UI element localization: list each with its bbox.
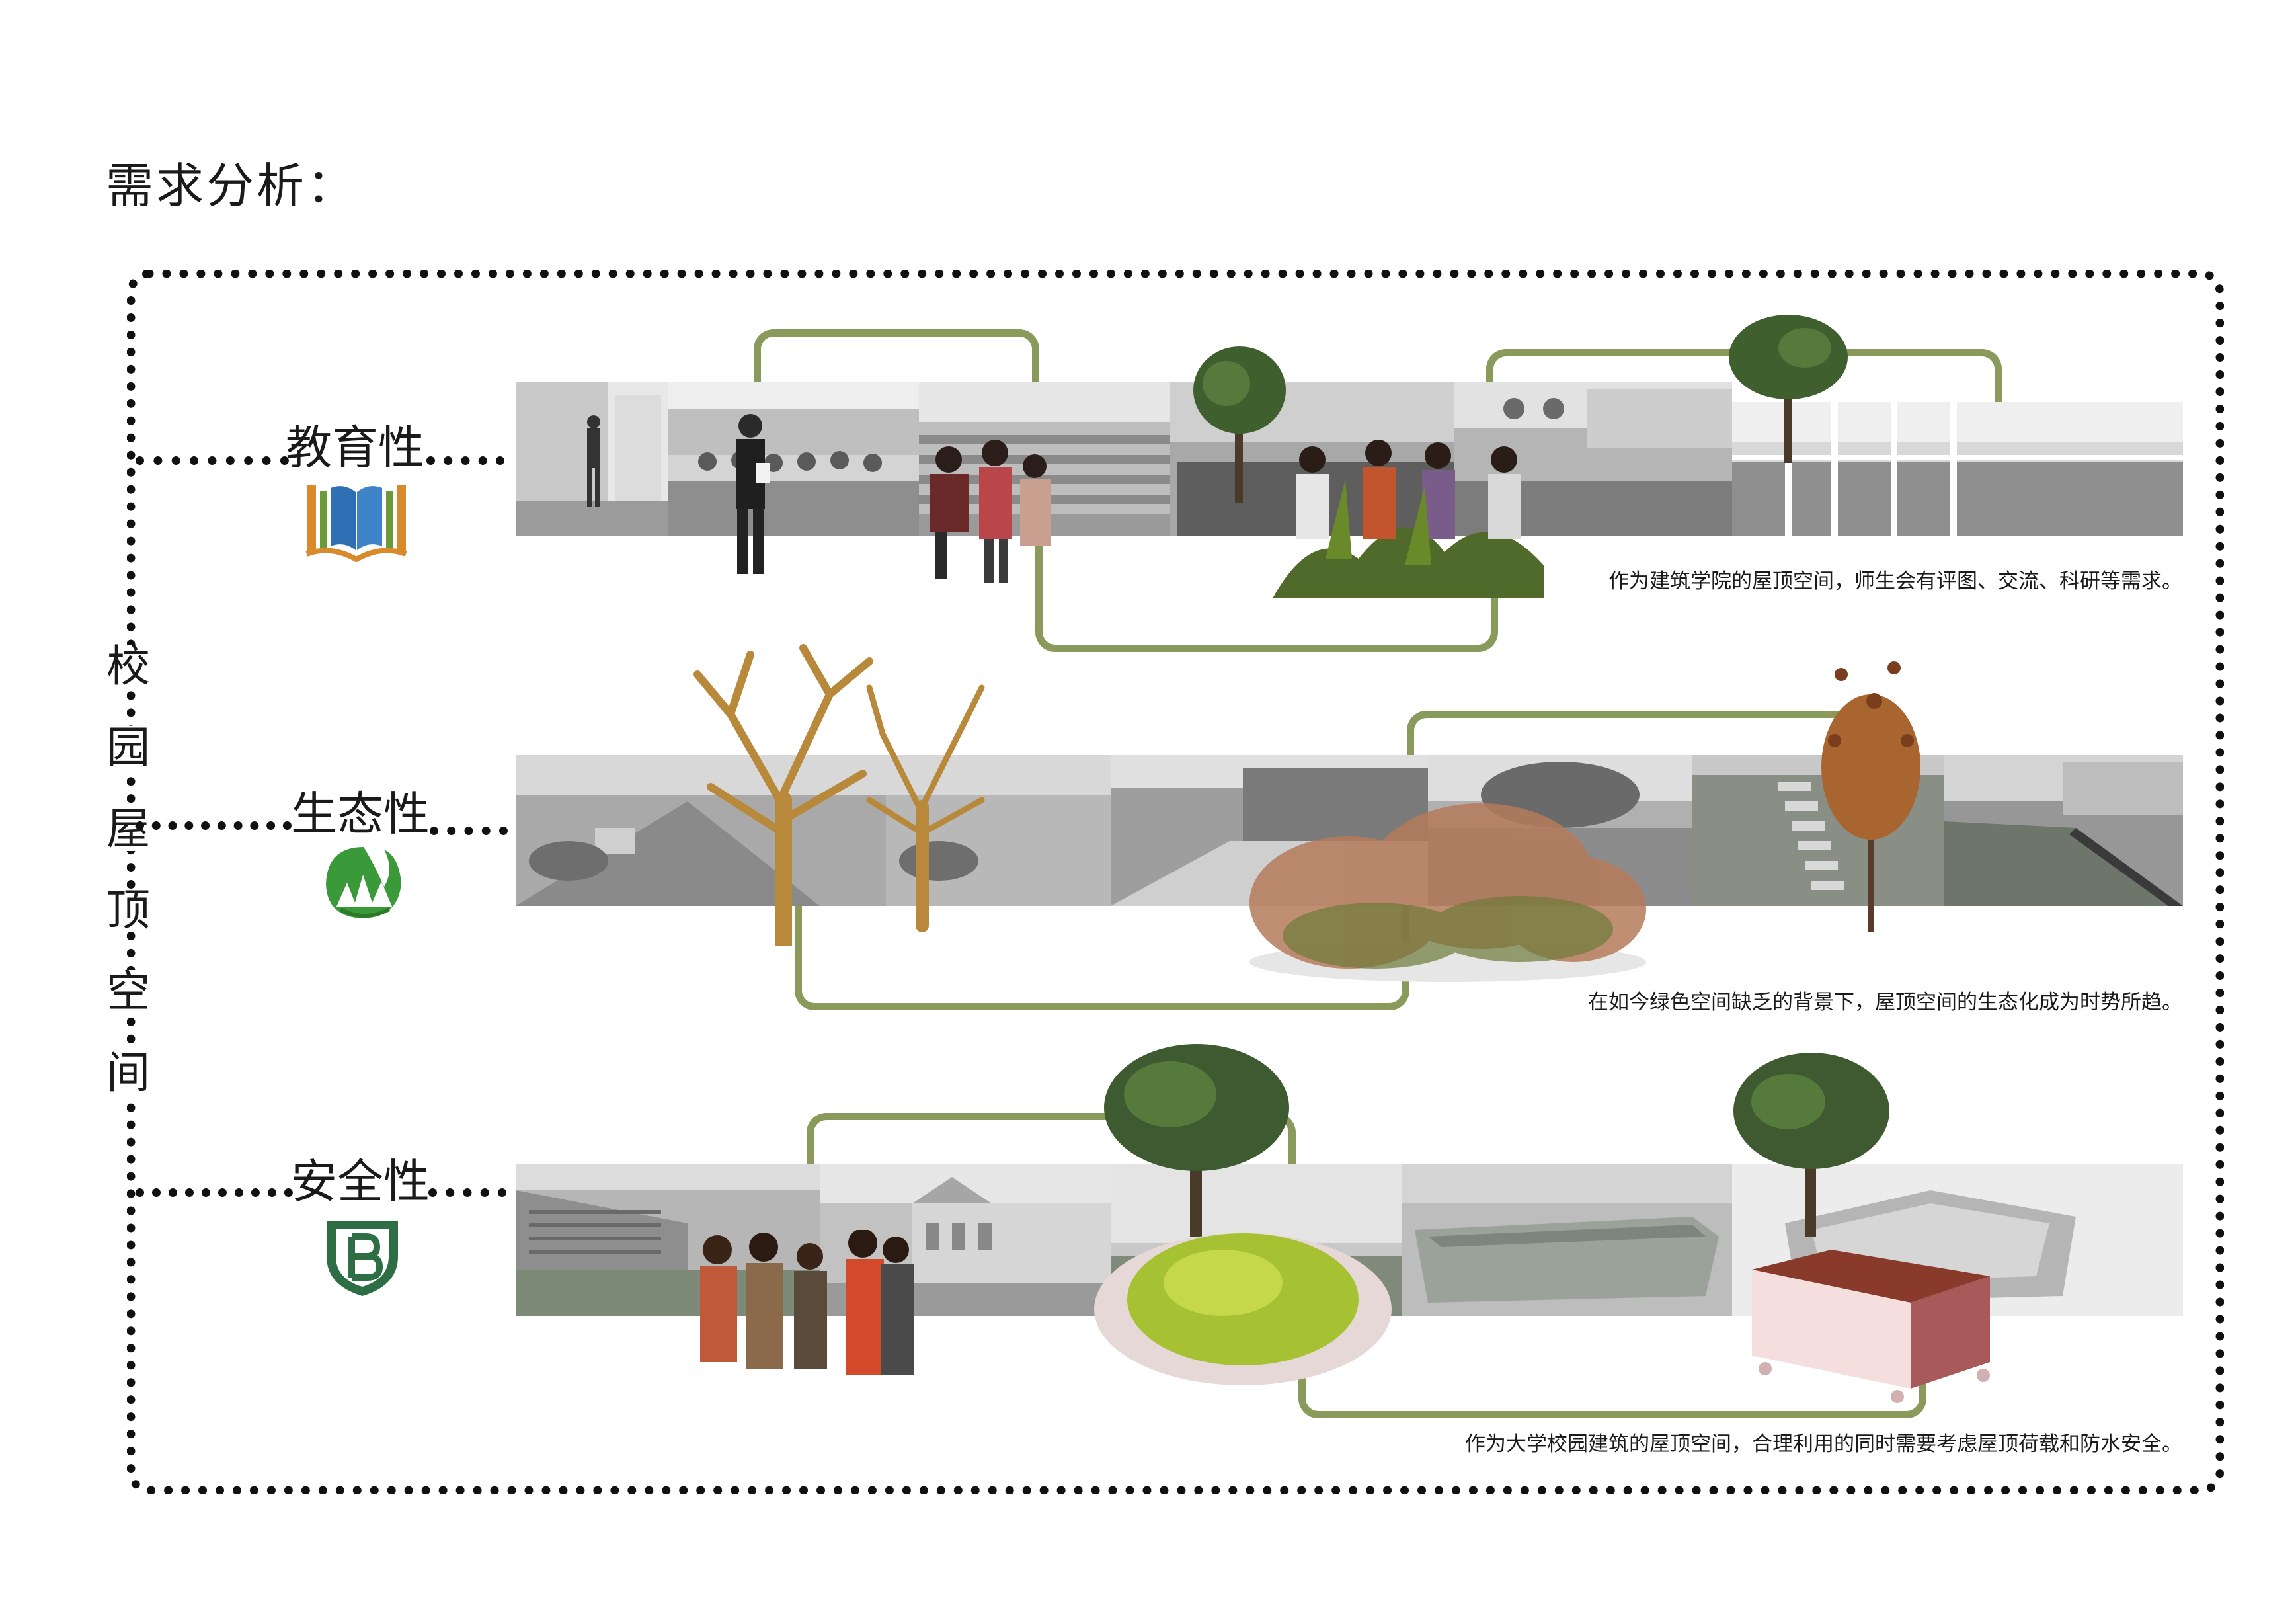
photo-planter-box — [1402, 1164, 1732, 1316]
shield-b-icon — [323, 1217, 402, 1299]
vertical-label-char: 空 — [104, 970, 152, 1014]
bare-tree-cutout — [671, 635, 1002, 954]
sedum-plant-cutout — [1091, 1210, 1395, 1389]
caption-ecology: 在如今绿色空间缺乏的背景下，屋顶空间的生态化成为时势所趋。 — [1588, 991, 2182, 1014]
connector-dots — [136, 821, 292, 830]
field-group-cutout — [1273, 426, 1544, 598]
caption-education: 作为建筑学院的屋顶空间，师生会有评图、交流、科研等需求。 — [1608, 569, 2182, 593]
dotted-frame — [127, 270, 2224, 1494]
ornamental-grass-cutout — [1243, 784, 1653, 982]
photo-lawn-collage — [1732, 402, 2183, 536]
row-label-ecology: 生态性 — [291, 787, 430, 841]
connector-dots — [136, 456, 289, 465]
photo-exhibition — [516, 382, 668, 536]
green-leaf-forest-icon — [321, 843, 407, 921]
tree-cutout — [1729, 1051, 1894, 1237]
page-title: 需求分析： — [106, 158, 358, 214]
tree-cutout — [1725, 311, 1851, 463]
presenter-cutout — [724, 410, 777, 582]
photo-roof-garden — [516, 755, 1111, 906]
vertical-label-char: 顶 — [104, 889, 152, 932]
caption-safety: 作为大学校园建筑的屋顶空间，合理利用的同时需要考虑屋顶荷载和防水安全。 — [1465, 1432, 2182, 1456]
vertical-label-char: 校 — [104, 645, 152, 688]
connector-dots — [426, 456, 504, 465]
tree-cutout — [1097, 1041, 1296, 1237]
connector-dots — [428, 1188, 506, 1197]
vertical-label-char: 园 — [104, 726, 152, 770]
row-label-safety: 安全性 — [291, 1155, 430, 1209]
students-cutout — [916, 433, 1064, 585]
planter-box-model-cutout — [1745, 1243, 1997, 1408]
vertical-label-char: 间 — [104, 1051, 152, 1095]
connector-dots — [136, 1188, 293, 1197]
open-book-icon — [304, 481, 409, 563]
connector-dots — [430, 827, 508, 835]
connector-loop — [807, 1113, 1296, 1166]
tree-cutout — [1190, 344, 1289, 503]
photo-strip-education — [516, 382, 2183, 536]
row-label-education: 教育性 — [286, 421, 424, 475]
photo-planter-bed — [1944, 755, 2183, 906]
autumn-tree-cutout — [1815, 648, 1927, 932]
photo-lecture — [668, 382, 919, 536]
students-group-cutout — [691, 1229, 919, 1385]
